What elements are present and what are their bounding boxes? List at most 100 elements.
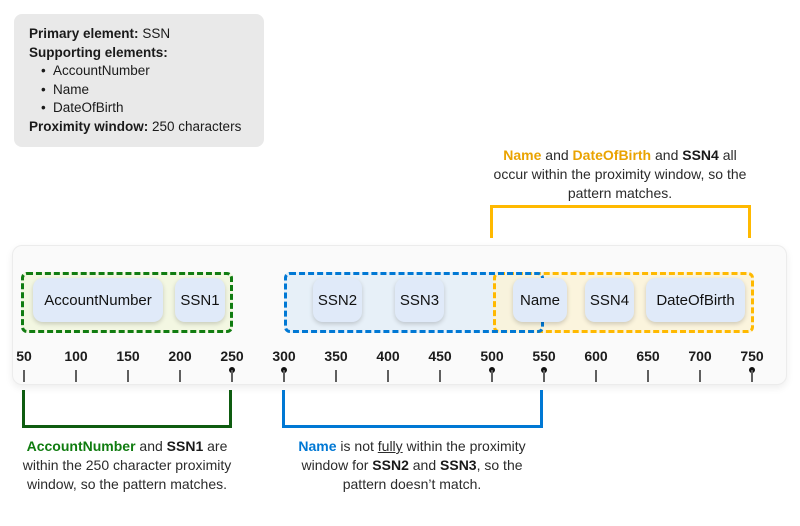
ruler-tick: 250: [206, 348, 258, 382]
ruler-tick: 600: [570, 348, 622, 382]
annotation-bl-ssn1: SSN1: [166, 438, 204, 454]
annotation-bl-accountnumber: AccountNumber: [26, 438, 136, 454]
ruler-tick: 300: [258, 348, 310, 382]
proximity-window-value: 250 characters: [148, 118, 242, 134]
pattern-definition-box: Primary element: SSN Supporting elements…: [14, 14, 264, 147]
tick-label: 250: [220, 348, 244, 364]
element-label: SSN1: [180, 291, 220, 309]
tick-mark: [751, 370, 753, 382]
proximity-window-row: Proximity window: 250 characters: [29, 118, 249, 137]
tick-label: 550: [532, 348, 556, 364]
tick-mark: [179, 370, 181, 382]
proximity-window-label: Proximity window:: [29, 118, 149, 134]
tick-label: 200: [168, 348, 192, 364]
bullet-label: DateOfBirth: [53, 100, 124, 115]
annotation-bm-text: and: [408, 457, 441, 473]
tick-mark: [595, 370, 597, 382]
annotation-bm-text: within the proximity: [402, 438, 526, 454]
element-box-ssn1: SSN1: [175, 278, 225, 322]
annotation-top-ssn4: SSN4: [682, 147, 719, 163]
tick-mark: [699, 370, 701, 382]
ruler-tick: 500: [466, 348, 518, 382]
bullet-label: Name: [53, 81, 90, 97]
ruler-tick: 400: [362, 348, 414, 382]
ruler-tick: 450: [414, 348, 466, 382]
element-box-ssn3: SSN3: [395, 278, 444, 322]
annotation-top-text: all: [718, 147, 737, 163]
tick-label: 650: [636, 348, 660, 364]
supporting-elements-label: Supporting elements:: [29, 44, 168, 60]
annotation-bm-text: pattern doesn’t match.: [342, 476, 482, 492]
tick-mark: [491, 370, 493, 382]
match-bracket-gold: [490, 205, 751, 238]
element-box-name: Name: [513, 278, 567, 322]
tick-mark: [647, 370, 649, 382]
annotation-bm-text: window for: [301, 457, 373, 473]
tick-label: 450: [428, 348, 452, 364]
annotation-bl-text: window, so the pattern matches.: [27, 476, 227, 492]
annotation-bottom-left: AccountNumber and SSN1 are within the 250…: [2, 437, 252, 494]
annotation-bottom-middle: Name is not fully within the proximity wi…: [272, 437, 552, 494]
tick-mark: [439, 370, 441, 382]
annotation-bm-name: Name: [298, 438, 337, 454]
tick-label: 50: [16, 348, 32, 364]
bullet-icon: •: [41, 81, 46, 97]
tick-mark: [335, 370, 337, 382]
primary-element-row: Primary element: SSN: [29, 25, 249, 44]
tick-label: 750: [740, 348, 764, 364]
bullet-label: AccountNumber: [53, 63, 150, 78]
annotation-bm-fully: fully: [377, 438, 403, 454]
annotation-bl-text: and: [135, 438, 167, 454]
tick-mark: [543, 370, 545, 382]
ruler-tick: 50: [0, 348, 50, 382]
annotation-top-text: and: [541, 147, 573, 163]
ruler-tick: 650: [622, 348, 674, 382]
no-match-bracket-blue: [282, 390, 543, 428]
tick-mark: [387, 370, 389, 382]
bullet-icon: •: [41, 100, 46, 115]
tick-mark: [283, 370, 285, 382]
element-label: DateOfBirth: [656, 291, 735, 309]
annotation-top-text: pattern matches.: [567, 185, 673, 201]
element-label: SSN2: [317, 291, 358, 309]
tick-label: 700: [688, 348, 712, 364]
tick-mark: [231, 370, 233, 382]
annotation-top-dateofbirth: DateOfBirth: [572, 147, 652, 163]
primary-element-value: SSN: [138, 26, 171, 41]
ruler-tick: 350: [310, 348, 362, 382]
element-box-ssn4: SSN4: [585, 278, 634, 322]
annotation-bm-ssn2: SSN2: [372, 457, 409, 473]
element-box-ssn2: SSN2: [313, 278, 362, 322]
tick-label: 600: [584, 348, 608, 364]
match-bracket-green: [22, 390, 232, 428]
annotation-bl-text: are: [203, 438, 228, 454]
ruler-tick: 550: [518, 348, 570, 382]
ruler-tick: 100: [50, 348, 102, 382]
element-label: Name: [519, 291, 560, 309]
primary-element-label: Primary element:: [29, 26, 139, 41]
ruler-tick: 200: [154, 348, 206, 382]
tick-label: 150: [116, 348, 140, 364]
annotation-bl-text: within the 250 character proximity: [22, 457, 232, 473]
tick-label: 100: [64, 348, 88, 364]
annotation-top-text: occur within the proximity window, so th…: [493, 166, 747, 182]
element-label: SSN3: [399, 291, 440, 309]
bullet-item: • DateOfBirth: [29, 99, 249, 118]
tick-label: 400: [376, 348, 400, 364]
bullet-item: •AccountNumber: [29, 62, 249, 81]
supporting-elements-row: Supporting elements:: [29, 44, 249, 63]
annotation-bm-text: is not: [336, 438, 378, 454]
tick-mark: [23, 370, 25, 382]
element-label: SSN4: [589, 291, 630, 309]
ruler-tick: 700: [674, 348, 726, 382]
timeline-card: AccountNumber SSN1 SSN2 SSN3 Name SSN4 D…: [12, 245, 787, 385]
tick-label: 500: [480, 348, 504, 364]
annotation-bm-text: , so the: [476, 457, 523, 473]
element-box-accountnumber: AccountNumber: [33, 278, 163, 322]
tick-mark: [75, 370, 77, 382]
annotation-top-text: and: [651, 147, 683, 163]
annotation-bm-ssn3: SSN3: [440, 457, 477, 473]
bullet-item: • Name: [29, 81, 249, 100]
tick-mark: [127, 370, 129, 382]
tick-label: 300: [272, 348, 296, 364]
